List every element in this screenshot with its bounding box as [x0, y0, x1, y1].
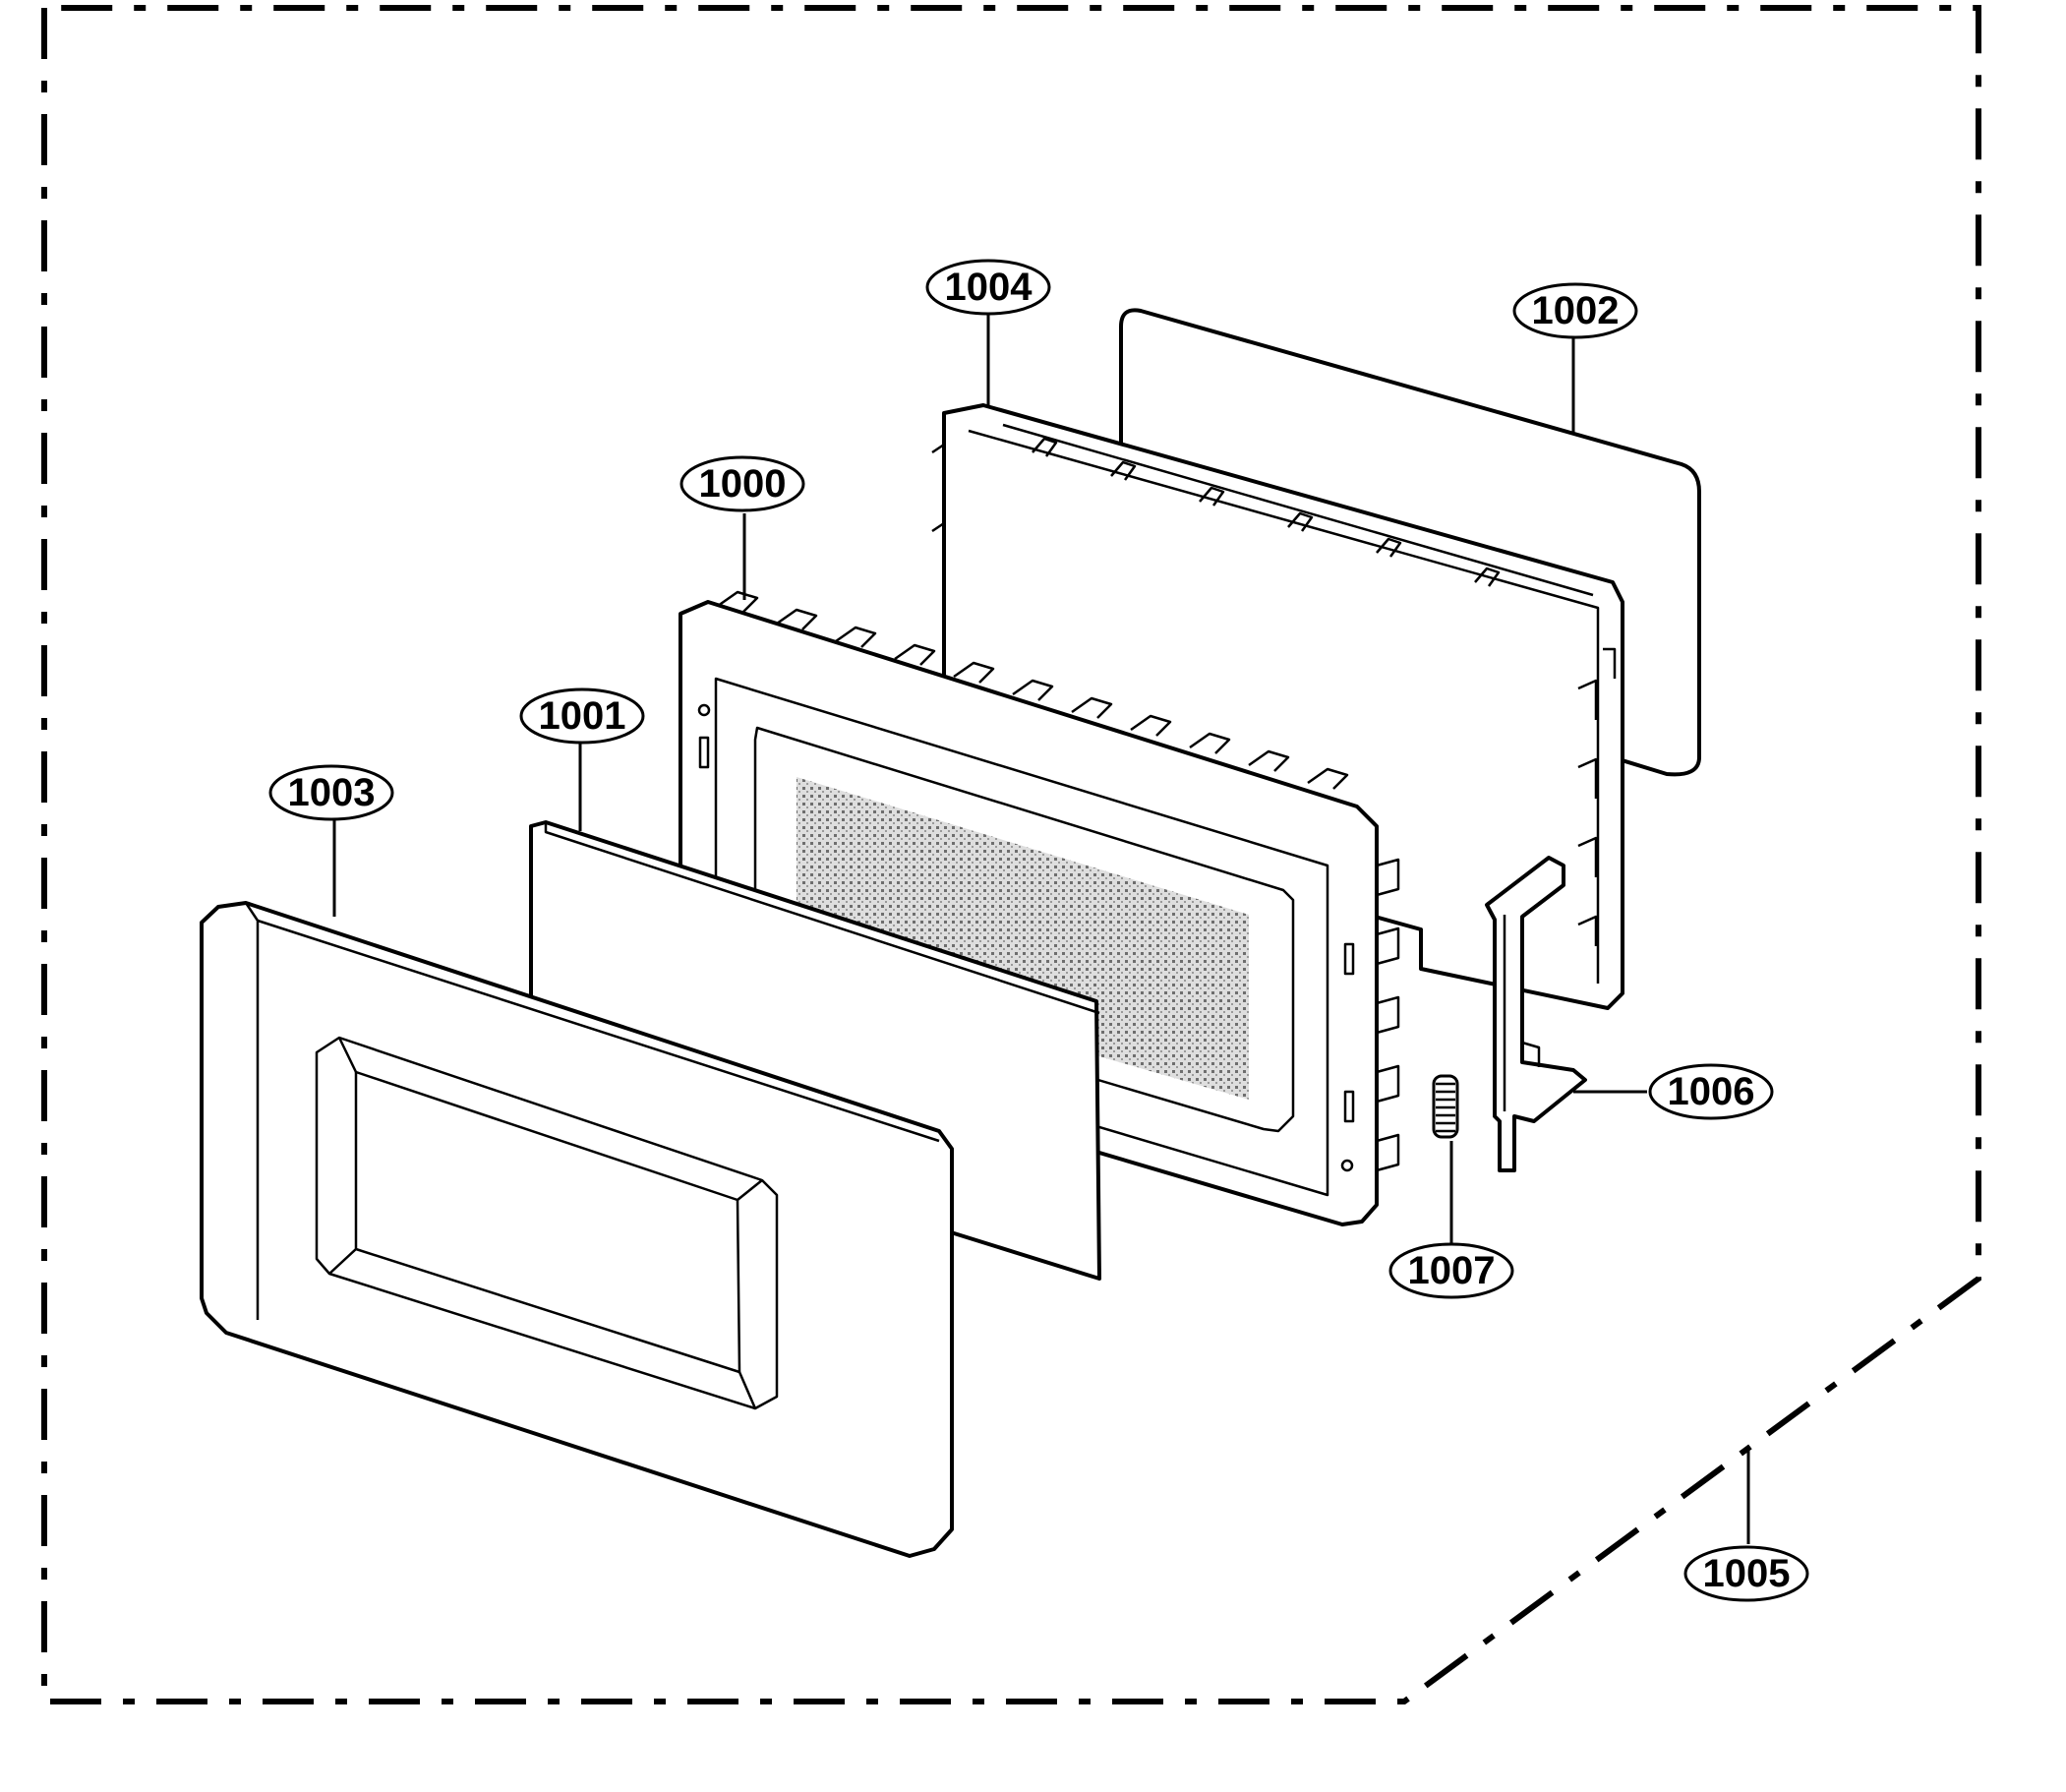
callout-1002: 1002 [1512, 282, 1638, 339]
callout-1005-oval [1683, 1545, 1809, 1602]
callout-1000-oval [679, 455, 805, 512]
callout-1007: 1007 [1388, 1242, 1514, 1299]
callout-1001-label: 1001 [539, 694, 626, 738]
assembly-boundary-outline [41, 5, 1981, 1704]
callout-1003-oval [268, 764, 394, 821]
part-1003-door-cover [200, 901, 954, 1558]
callout-1006-label: 1006 [1668, 1070, 1755, 1113]
callout-1003: 1003 [268, 764, 394, 821]
callout-1006: 1006 [1648, 1063, 1774, 1120]
part-1006-latch-hook [1485, 856, 1587, 1172]
callout-1003-label: 1003 [288, 771, 376, 814]
callout-1007-label: 1007 [1408, 1249, 1496, 1292]
callout-1000-label: 1000 [699, 462, 787, 506]
callout-1002-label: 1002 [1532, 289, 1620, 332]
callout-1004: 1004 [925, 259, 1051, 316]
leader-lines [332, 313, 1750, 1544]
callout-1007-oval [1388, 1242, 1514, 1299]
callout-1004-oval [925, 259, 1051, 316]
callout-1001: 1001 [519, 687, 645, 745]
callout-1000: 1000 [679, 455, 805, 512]
callout-1004-label: 1004 [945, 266, 1033, 309]
callout-1002-oval [1512, 282, 1638, 339]
callout-1001-oval [519, 687, 645, 745]
callout-1005-label: 1005 [1703, 1552, 1791, 1595]
callout-1006-oval [1648, 1063, 1774, 1120]
callout-1005: 1005 [1683, 1545, 1809, 1602]
part-1007-spring [1432, 1074, 1459, 1139]
